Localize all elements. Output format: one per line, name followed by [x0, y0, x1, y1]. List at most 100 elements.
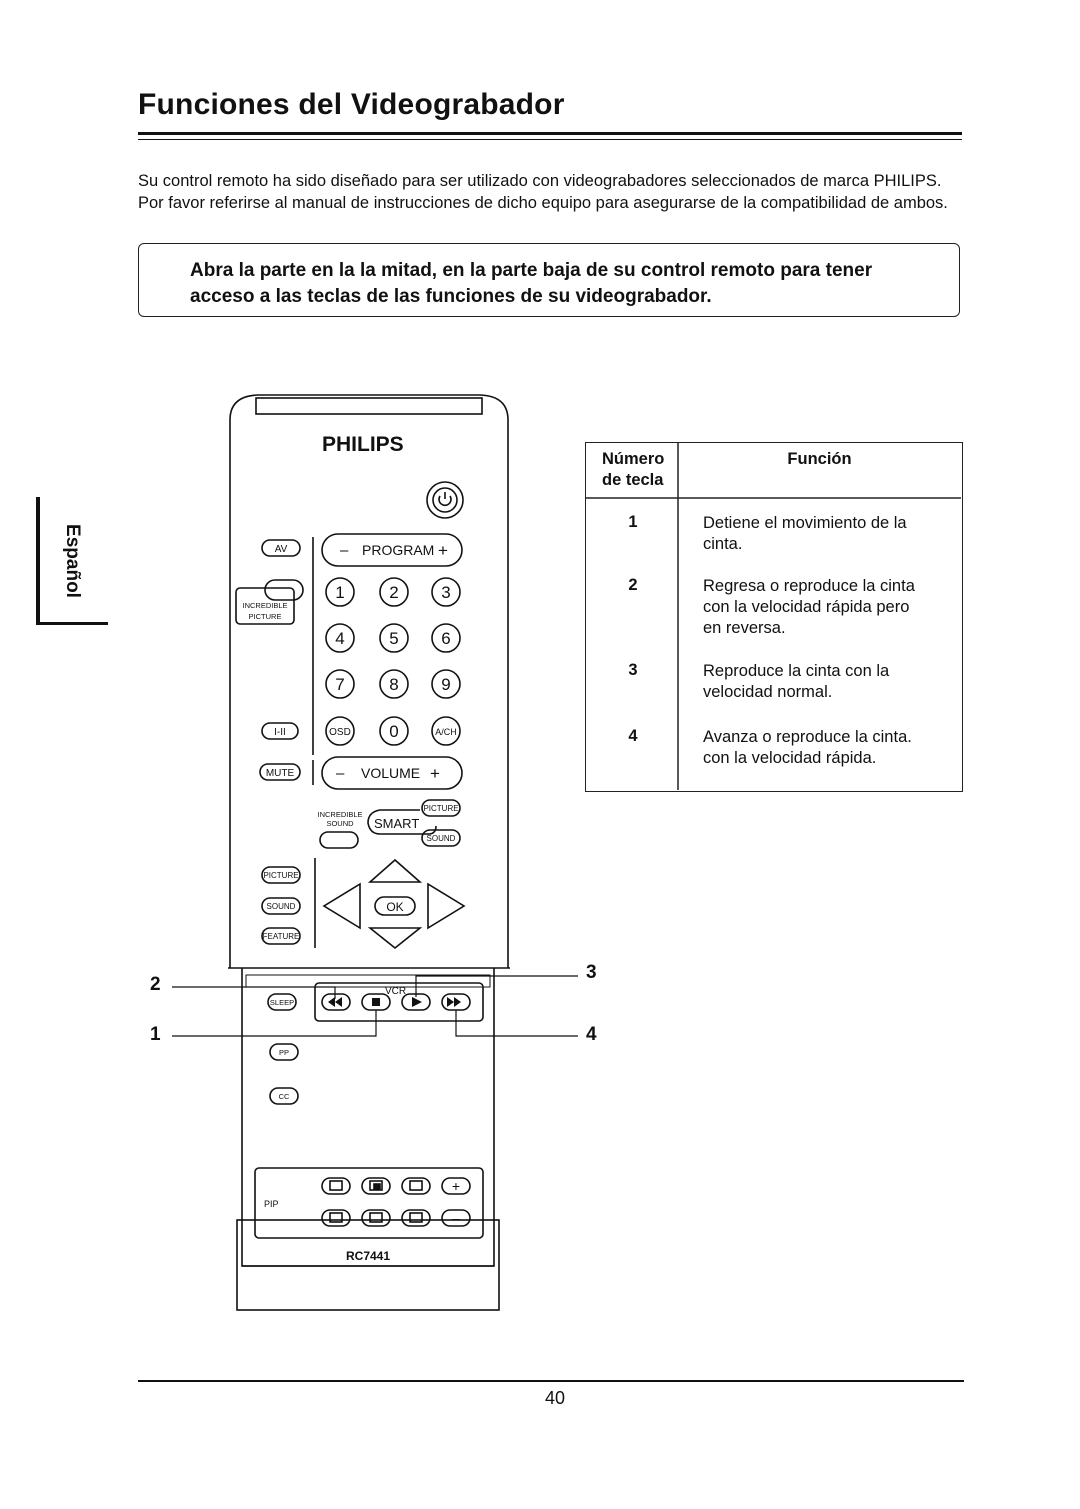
digit-key-6[interactable]: 6	[431, 623, 461, 653]
row-func: Avanza o reproduce la cinta.con la veloc…	[703, 728, 912, 767]
callout-1: 1	[150, 1024, 161, 1045]
svg-text:SOUND: SOUND	[326, 819, 354, 828]
ok-button[interactable]: OK	[374, 896, 416, 916]
svg-text:SOUND: SOUND	[427, 834, 456, 843]
remote-top-window	[255, 397, 483, 415]
svg-text:+: +	[452, 1178, 460, 1194]
svg-text:+: +	[430, 764, 440, 783]
pip-plus-button[interactable]: +	[441, 1177, 471, 1195]
digit-key-8[interactable]: 8	[379, 669, 409, 699]
svg-text:–: –	[336, 765, 345, 782]
remote-control-illustration: PHILIPS AV – PROGRAM + INCREDIBLE PICTUR…	[150, 394, 597, 1311]
digit-key-7[interactable]: 7	[325, 669, 355, 699]
rewind-button[interactable]	[321, 993, 351, 1011]
digit-key-3[interactable]: 3	[431, 577, 461, 607]
page-number: 40	[544, 1388, 566, 1408]
digit-keys: 1 2 3 4 5 6 7 8 9 0	[325, 577, 461, 746]
svg-text:+: +	[438, 541, 448, 560]
svg-text:PICTURE: PICTURE	[263, 871, 298, 880]
svg-text:5: 5	[389, 629, 398, 648]
picture-button[interactable]: PICTURE	[261, 866, 301, 884]
down-arrow-icon[interactable]	[367, 927, 423, 950]
up-arrow-icon[interactable]	[367, 858, 423, 883]
power-icon[interactable]	[426, 481, 464, 519]
svg-text:FEATURE: FEATURE	[263, 932, 300, 941]
svg-text:–: –	[452, 1210, 460, 1226]
svg-text:MUTE: MUTE	[266, 768, 295, 779]
svg-text:OSD: OSD	[329, 727, 351, 738]
right-arrow-icon[interactable]	[427, 882, 466, 930]
svg-text:VOLUME: VOLUME	[361, 765, 420, 781]
callout-2: 2	[150, 974, 161, 995]
callout-4: 4	[586, 1024, 597, 1045]
svg-text:AV: AV	[275, 544, 288, 555]
footer-rule	[138, 1380, 964, 1382]
incredible-picture-button[interactable]: INCREDIBLE PICTURE	[235, 579, 304, 625]
pip-buttons-bottom[interactable]	[321, 1209, 431, 1227]
function-table: Número de tecla Función 1 Detiene el mov…	[585, 442, 963, 792]
side-tab-base	[36, 622, 108, 625]
program-rocker[interactable]: – PROGRAM +	[321, 533, 463, 567]
notice-box	[138, 243, 960, 317]
i-ii-button[interactable]: I-II	[261, 722, 299, 740]
title-rule-thick	[138, 132, 962, 135]
svg-text:4: 4	[335, 629, 344, 648]
sleep-button[interactable]: SLEEP	[267, 993, 297, 1011]
digit-key-5[interactable]: 5	[379, 623, 409, 653]
header-func: Función	[787, 450, 852, 468]
svg-text:INCREDIBLE: INCREDIBLE	[242, 601, 287, 610]
digit-key-9[interactable]: 9	[431, 669, 461, 699]
smart-buttons[interactable]: PICTURE SOUND SMART	[367, 799, 461, 847]
svg-text:SLEEP: SLEEP	[270, 998, 294, 1007]
osd-button[interactable]: OSD	[325, 716, 355, 746]
remote-body	[229, 394, 509, 968]
svg-text:6: 6	[441, 629, 450, 648]
cc-button[interactable]: CC	[269, 1087, 299, 1105]
incredible-sound-button[interactable]: INCREDIBLE SOUND	[317, 810, 363, 849]
row-num: 2	[628, 576, 638, 594]
page-title: Funciones del Videograbador	[138, 88, 565, 121]
svg-text:PP: PP	[279, 1048, 289, 1057]
svg-text:–: –	[340, 542, 349, 559]
svg-text:PICTURE: PICTURE	[423, 804, 458, 813]
mute-button[interactable]: MUTE	[259, 763, 301, 781]
remote-model: RC7441	[346, 1249, 390, 1263]
svg-text:2: 2	[389, 583, 398, 602]
notice-text: Abra la parte en la la mitad, en la part…	[190, 260, 873, 307]
svg-text:I-II: I-II	[274, 727, 286, 738]
fast-forward-button[interactable]	[441, 993, 471, 1011]
volume-rocker[interactable]: – VOLUME +	[321, 756, 463, 790]
svg-text:PIP: PIP	[264, 1199, 279, 1209]
remote-brand: PHILIPS	[322, 433, 404, 456]
svg-text:3: 3	[441, 583, 450, 602]
pip-minus-button[interactable]: –	[441, 1209, 471, 1227]
ach-button[interactable]: A/CH	[431, 716, 461, 746]
svg-text:SOUND: SOUND	[267, 902, 296, 911]
side-tab-label: Español	[62, 524, 83, 598]
callout-lines	[172, 975, 578, 1037]
left-arrow-icon[interactable]	[322, 882, 361, 930]
digit-key-2[interactable]: 2	[379, 577, 409, 607]
header-num-line2: de tecla	[602, 471, 664, 489]
table-grid-lines	[586, 443, 961, 790]
av-button[interactable]: AV	[261, 539, 301, 557]
pip-group-outline	[254, 1167, 484, 1239]
digit-key-4[interactable]: 4	[325, 623, 355, 653]
remote-flap-outline	[236, 1219, 500, 1311]
feature-button[interactable]: FEATURE	[261, 927, 301, 945]
digit-key-0[interactable]: 0	[379, 716, 409, 746]
svg-text:9: 9	[441, 675, 450, 694]
sound-button[interactable]: SOUND	[261, 897, 301, 915]
row-num: 4	[628, 727, 638, 745]
pp-button[interactable]: PP	[269, 1043, 299, 1061]
vcr-group-outline	[314, 982, 484, 1022]
digit-key-1[interactable]: 1	[325, 577, 355, 607]
svg-text:PICTURE: PICTURE	[249, 612, 282, 621]
svg-text:SMART: SMART	[374, 816, 419, 831]
pip-buttons-top[interactable]	[321, 1177, 431, 1195]
svg-text:8: 8	[389, 675, 398, 694]
row-num: 3	[628, 661, 638, 679]
